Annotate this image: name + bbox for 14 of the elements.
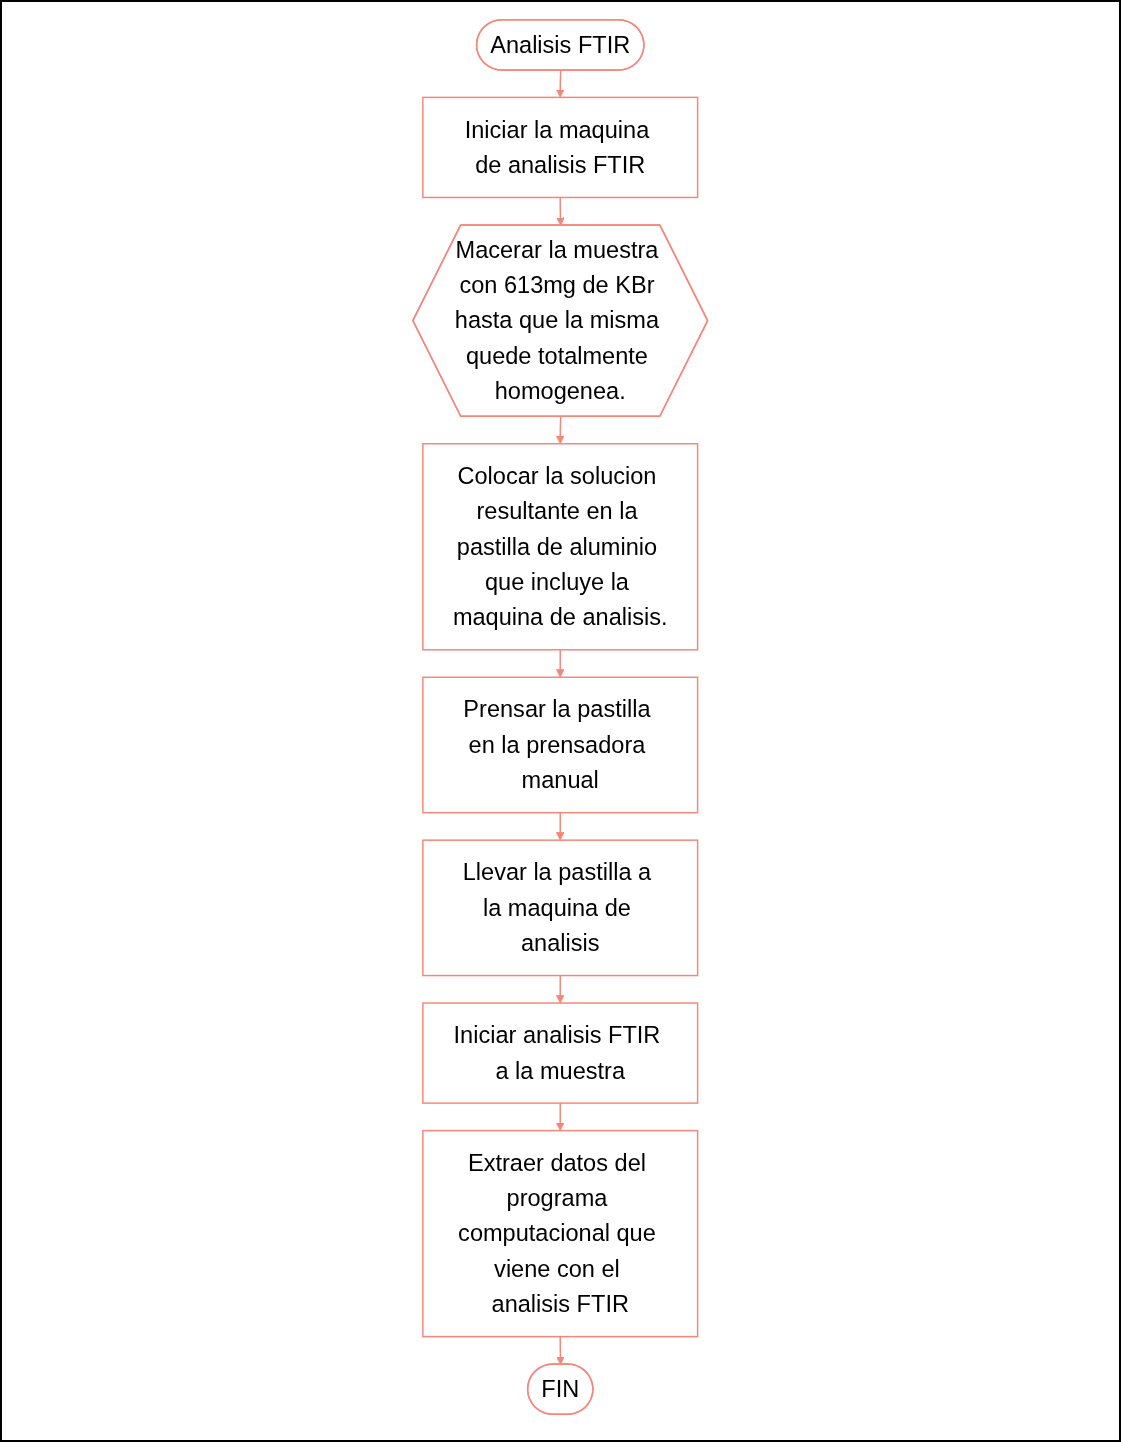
node-box: Iniciar la maquina de analisis FTIR <box>422 96 699 199</box>
node-box: Colocar la solucion resultante en la pastilla de aluminio que incluye la maquina de analisis. <box>422 443 699 651</box>
arrow <box>556 811 565 841</box>
node-box: Extraer datos del programa computacional que viene con el analisis FTIR <box>422 1129 699 1338</box>
arrow <box>556 1335 566 1365</box>
arrow <box>556 974 565 1004</box>
arrow <box>556 649 565 678</box>
arrow <box>556 416 565 445</box>
arrow <box>556 1102 565 1131</box>
node-box: Prensar la pastilla en la prensadora manual <box>422 676 699 814</box>
arrow <box>556 69 565 98</box>
node-box: Iniciar analisis FTIR a la muestra <box>422 1002 699 1104</box>
node-box: Llevar la pastilla a la maquina de analisis <box>422 839 699 977</box>
arrow <box>556 196 566 226</box>
